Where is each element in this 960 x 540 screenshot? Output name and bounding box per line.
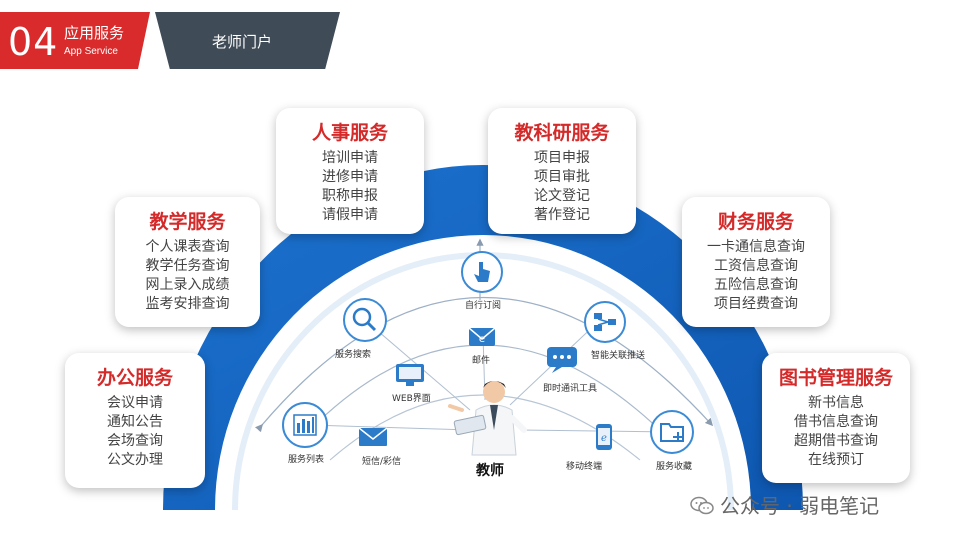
label-favorites: 服务收藏 bbox=[656, 459, 692, 472]
card-office-item: 会议申请 bbox=[65, 394, 205, 413]
card-library-item: 借书信息查询 bbox=[762, 413, 910, 432]
card-hr-item: 进修申请 bbox=[276, 168, 424, 187]
card-teaching: 教学服务 个人课表查询 教学任务查询 网上录入成绩 监考安排查询 bbox=[115, 197, 260, 327]
smart-push-icon bbox=[585, 302, 625, 342]
card-teaching-item: 个人课表查询 bbox=[115, 238, 260, 257]
label-mail: 邮件 bbox=[472, 353, 490, 366]
label-web: WEB界面 bbox=[392, 391, 431, 404]
label-smart-push: 智能关联推送 bbox=[591, 348, 645, 361]
card-teaching-title: 教学服务 bbox=[115, 207, 260, 234]
card-research-item: 项目审批 bbox=[488, 168, 636, 187]
card-teaching-item: 教学任务查询 bbox=[115, 257, 260, 276]
card-research-item: 论文登记 bbox=[488, 187, 636, 206]
card-teaching-item: 监考安排查询 bbox=[115, 295, 260, 314]
card-office-title: 办公服务 bbox=[65, 363, 205, 390]
card-library-item: 超期借书查询 bbox=[762, 432, 910, 451]
card-research: 教科研服务 项目申报 项目审批 论文登记 著作登记 bbox=[488, 108, 636, 234]
card-library-item: 新书信息 bbox=[762, 394, 910, 413]
sms-envelope-icon bbox=[359, 428, 387, 446]
card-finance-item: 项目经费查询 bbox=[682, 295, 830, 314]
wechat-icon bbox=[690, 496, 714, 516]
label-service-search: 服务搜索 bbox=[335, 347, 371, 360]
card-hr-title: 人事服务 bbox=[276, 118, 424, 145]
card-teaching-item: 网上录入成绩 bbox=[115, 276, 260, 295]
service-list-icon bbox=[283, 403, 327, 447]
card-hr-item: 职称申报 bbox=[276, 187, 424, 206]
label-service-list: 服务列表 bbox=[288, 452, 324, 465]
label-subscribe: 自行订阅 bbox=[465, 298, 501, 311]
watermark: 公众号 · 弱电笔记 bbox=[690, 490, 879, 519]
card-research-item: 项目申报 bbox=[488, 149, 636, 168]
subscribe-icon bbox=[462, 252, 502, 292]
mail-icon: e bbox=[469, 328, 495, 346]
label-sms: 短信/彩信 bbox=[362, 454, 401, 467]
card-research-title: 教科研服务 bbox=[488, 118, 636, 145]
card-library-title: 图书管理服务 bbox=[762, 363, 910, 390]
card-office: 办公服务 会议申请 通知公告 会场查询 公文办理 bbox=[65, 353, 205, 488]
svg-text:e: e bbox=[601, 433, 607, 444]
card-finance-item: 五险信息查询 bbox=[682, 276, 830, 295]
watermark-text: 公众号 · 弱电笔记 bbox=[720, 494, 879, 518]
card-hr-item: 请假申请 bbox=[276, 206, 424, 225]
service-search-icon bbox=[344, 299, 386, 341]
teacher-label: 教师 bbox=[476, 460, 504, 480]
card-library-item: 在线预订 bbox=[762, 451, 910, 470]
card-office-item: 通知公告 bbox=[65, 413, 205, 432]
card-office-item: 公文办理 bbox=[65, 451, 205, 470]
card-finance-title: 财务服务 bbox=[682, 207, 830, 234]
svg-text:e: e bbox=[479, 334, 485, 345]
label-im: 即时通讯工具 bbox=[543, 381, 597, 394]
mobile-phone-icon: e bbox=[596, 424, 612, 450]
card-research-item: 著作登记 bbox=[488, 206, 636, 225]
card-library: 图书管理服务 新书信息 借书信息查询 超期借书查询 在线预订 bbox=[762, 353, 910, 483]
label-mobile: 移动终端 bbox=[566, 459, 602, 472]
card-hr: 人事服务 培训申请 进修申请 职称申报 请假申请 bbox=[276, 108, 424, 234]
favorites-icon bbox=[651, 411, 693, 453]
card-finance-item: 一卡通信息查询 bbox=[682, 238, 830, 257]
card-office-item: 会场查询 bbox=[65, 432, 205, 451]
card-hr-item: 培训申请 bbox=[276, 149, 424, 168]
card-finance-item: 工资信息查询 bbox=[682, 257, 830, 276]
card-finance: 财务服务 一卡通信息查询 工资信息查询 五险信息查询 项目经费查询 bbox=[682, 197, 830, 327]
